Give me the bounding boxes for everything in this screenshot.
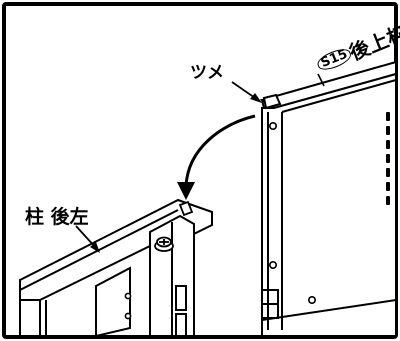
screw: [154, 236, 174, 252]
plate-notch: [178, 200, 194, 217]
motion-arrowhead: [177, 182, 195, 200]
post-holes: [124, 292, 132, 320]
tab-tsume: [262, 93, 282, 110]
rear-left-post: [19, 198, 213, 338]
s15-leader-line: [317, 73, 325, 87]
motion-arrow: [184, 114, 256, 187]
panel-holes: [268, 122, 316, 304]
tsume-label: ツメ: [190, 63, 224, 83]
post-name-label: 柱 後左: [25, 206, 89, 228]
post-leader-line: [75, 225, 97, 249]
tsume-leader-arrowhead: [250, 93, 262, 103]
rear-top-frame-panel: [259, 60, 397, 337]
vent-slots: [386, 112, 390, 205]
post-leader-arrowhead: [90, 242, 100, 253]
